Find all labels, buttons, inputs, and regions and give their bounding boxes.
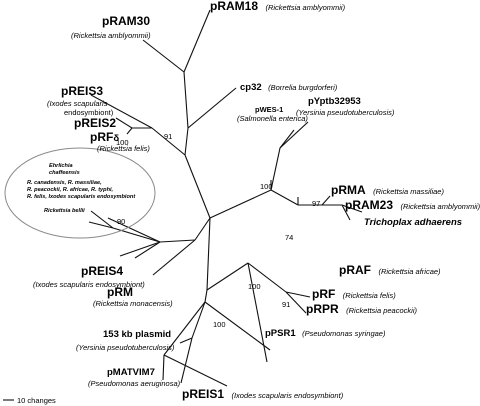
scale-bar-label: 10 changes: [17, 396, 56, 405]
branch: [142, 39, 185, 73]
taxon-label-pram18: pRAM18 (Rickettsia amblyommii): [210, 0, 346, 14]
branch: [180, 337, 193, 384]
taxon-label-prf-delta: pRFδ: [90, 130, 119, 144]
taxon-label-preis4-host: (Ixodes scapularis endosymbiont): [33, 280, 145, 289]
taxon-label-pmatvim7-host: (Pseudomonas aeruginosa): [88, 379, 181, 388]
branch: [285, 291, 311, 298]
taxon-label-ppsr1: pPSR1 (Pseudomonas syringae): [265, 323, 386, 340]
inset-bellii-label: Rickettsia bellii: [44, 208, 85, 214]
branch: [204, 301, 271, 351]
taxon-label-pwes1-host: (Salmonella enterica): [237, 114, 308, 123]
branch: [183, 9, 211, 73]
branch: [341, 204, 363, 213]
branch: [206, 217, 211, 291]
branch: [184, 127, 189, 156]
branch: [179, 337, 193, 344]
taxon-label-pram23: pRAM23 (Rickettsia amblyommii): [345, 196, 480, 213]
inset-ehrlichia-label-2: chaffeensis: [49, 170, 80, 176]
bootstrap-value: 91: [282, 300, 290, 309]
branch: [204, 289, 208, 303]
branch: [88, 221, 114, 229]
tree-branches: [88, 9, 363, 387]
bootstrap-value: 91: [164, 132, 172, 141]
taxon-label-pwes1: pWES-1: [255, 105, 283, 114]
taxon-labels: pRAM18 (Rickettsia amblyommii) pRAM30 (R…: [33, 0, 480, 402]
taxon-label-153kb-plasmid: 153 kb plasmid: [103, 329, 171, 340]
branch: [162, 354, 165, 381]
branch: [247, 262, 268, 363]
branch: [184, 154, 211, 219]
taxon-label-preis3-host-2: endosymbiont): [64, 108, 114, 117]
scale-bar: 10 changes: [3, 396, 56, 405]
branch: [115, 117, 133, 129]
branch: [247, 262, 287, 293]
taxon-label-pram30: pRAM30: [102, 14, 150, 28]
branch: [279, 129, 295, 149]
taxon-label-trichoplax: Trichoplax adhaerens: [364, 217, 462, 228]
bootstrap-value: 90: [117, 217, 125, 226]
branch: [341, 204, 351, 221]
taxon-label-preis4: pREIS4: [81, 264, 123, 278]
branch: [151, 127, 186, 156]
branch: [90, 94, 153, 129]
branch: [321, 195, 331, 206]
taxon-label-preis1: pREIS1 (Ixodes scapularis endosymbiont): [182, 385, 344, 402]
taxon-label-prm-host: (Rickettsia monacensis): [93, 299, 173, 308]
branch: [191, 301, 206, 339]
taxon-label-153kb-plasmid-host: (Yersinia pseudotuberculosis): [76, 343, 175, 352]
branch: [112, 227, 161, 243]
taxon-label-cp32: cp32 (Borrelia burgdorferi): [240, 77, 338, 94]
taxon-label-pyptb32953: pYptb32953: [308, 96, 361, 107]
branch: [183, 71, 189, 129]
inset-cluster-label-3: R. felis, Ixodes scapularis endosymbiont: [27, 194, 136, 200]
branch: [187, 87, 237, 129]
taxon-label-pram30-host: (Rickettsia amblyommii): [71, 31, 151, 40]
bootstrap-value: 97: [312, 199, 320, 208]
branch: [107, 217, 161, 243]
branch: [134, 241, 161, 259]
branch: [163, 301, 206, 356]
branch: [163, 354, 228, 387]
branch: [279, 121, 309, 149]
branch: [206, 262, 249, 291]
inset-cluster-label: R. canadensis, R. massiliae,: [27, 180, 102, 186]
branch: [270, 147, 281, 191]
branch: [194, 217, 211, 241]
branch: [119, 241, 161, 257]
taxon-label-preis2: pREIS2: [74, 116, 116, 130]
inset-cluster-label-2: R. peacockii, R. africae, R. typhi,: [27, 187, 114, 193]
inset-ehrlichia-label: Ehrlichia: [49, 163, 73, 169]
branch: [152, 239, 196, 276]
bootstrap-value: 100: [248, 282, 261, 291]
taxon-label-prf: pRF (Rickettsia felis): [312, 285, 396, 302]
branch: [285, 291, 307, 314]
rickettsia-inset-ellipse: [4, 147, 156, 239]
branch: [159, 239, 196, 243]
taxon-label-pmatvim7: pMATVIM7: [107, 367, 155, 378]
taxon-label-praf: pRAF (Rickettsia africae): [339, 261, 441, 278]
taxon-label-preis3-host: (Ixodes scapularis: [47, 99, 108, 108]
inset-labels: Ehrlichia chaffeensis R. canadensis, R. …: [27, 163, 136, 214]
taxon-label-preis3: pREIS3: [61, 84, 103, 98]
branch: [90, 210, 114, 229]
bootstrap-values: 91 100 90 100 97 74 100 91 100: [116, 132, 320, 329]
taxon-label-prm: pRM: [107, 285, 133, 299]
bootstrap-value: 100: [260, 182, 273, 191]
taxon-label-prpr: pRPR (Rickettsia peacockii): [306, 300, 417, 317]
bootstrap-value: 74: [285, 233, 293, 242]
bootstrap-value: 100: [213, 320, 226, 329]
branch: [209, 189, 272, 219]
branch: [270, 189, 299, 206]
taxon-label-prma: pRMA (Rickettsia massiliae): [331, 181, 444, 198]
bootstrap-value: 100: [116, 138, 129, 147]
taxon-label-pyptb32953-host: (Yersinia pseudotuberculosis): [296, 108, 395, 117]
branch: [126, 127, 133, 135]
taxon-label-prf-delta-host: (Rickettsia felis): [97, 144, 150, 153]
